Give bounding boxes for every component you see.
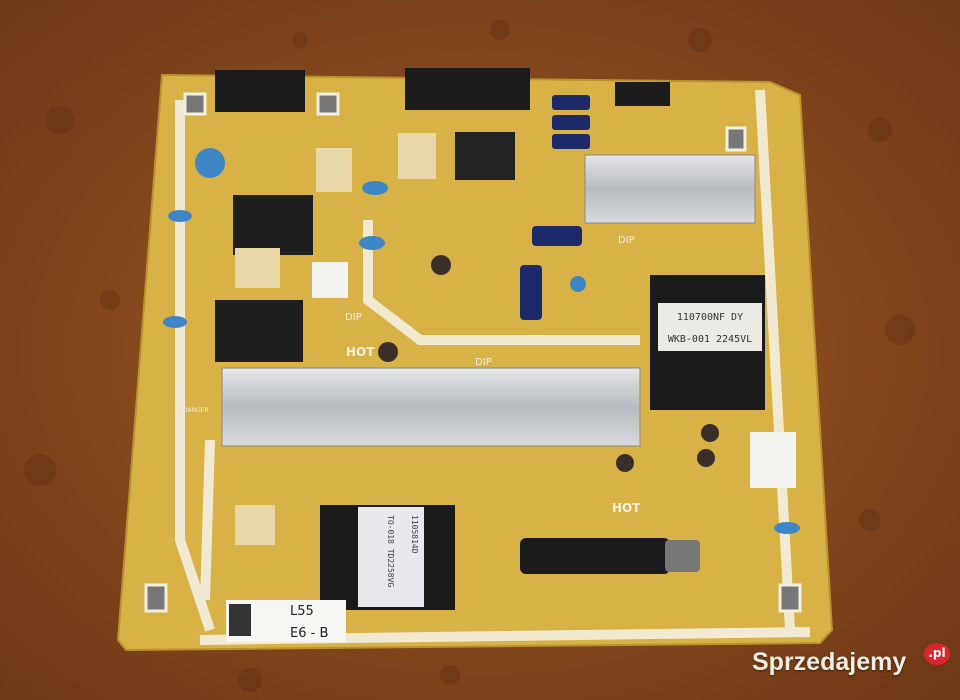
bridge-block: [455, 132, 515, 180]
transformer-main-label: [658, 303, 762, 351]
film-capacitors: [235, 133, 436, 545]
transformer-main-text-1: 110700NF DY: [677, 312, 743, 323]
danger-mark: DANGER: [183, 407, 209, 414]
wood-burl-pattern: [24, 20, 915, 692]
transformer-small-label: [358, 507, 424, 607]
small-capacitors: [378, 255, 719, 472]
dip-mark-3: DIP: [475, 357, 492, 368]
qr-code: [229, 604, 251, 636]
inductor-2: [215, 300, 303, 362]
dip-mark-1: DIP: [345, 312, 362, 323]
connector-top-center: [405, 68, 530, 110]
transformer-main-text-2: WKB-001 2245VL: [668, 334, 752, 345]
relay-white-right: [750, 432, 796, 488]
inductor-1: [233, 195, 313, 255]
connector-top-left: [215, 70, 305, 112]
hot-mark-1: HOT: [346, 345, 375, 359]
connector-top-right: [615, 82, 670, 106]
transformer-small-text-1: 1105814D: [410, 515, 419, 554]
watermark-logo: Sprzedajemy: [752, 648, 907, 676]
heatsink-top-right: [584, 154, 756, 224]
heatsink-main: [221, 367, 641, 447]
mounting-holes: [144, 92, 802, 613]
transformer-small-text-2: TO-018 TD2258VG: [386, 515, 395, 587]
hot-mark-2: HOT: [612, 501, 641, 515]
model-line-2: E6 - B: [290, 626, 328, 641]
capacitor-end: [665, 540, 700, 572]
relay-white: [312, 262, 348, 298]
dip-mark-2: DIP: [618, 235, 635, 246]
watermark-tld-badge: .pl: [924, 643, 950, 665]
capacitor-large-horizontal: [520, 538, 670, 574]
electrolytic-capacitors: [520, 95, 590, 320]
model-line-1: L55: [290, 604, 314, 619]
ceramic-capacitors: [163, 148, 800, 534]
